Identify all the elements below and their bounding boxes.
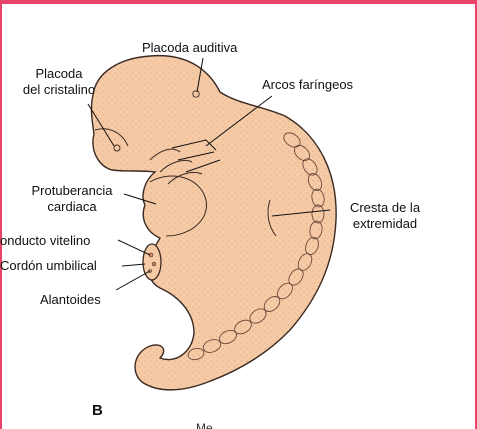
label-alantoides: Alantoides bbox=[40, 292, 101, 308]
leader-cordon bbox=[122, 264, 145, 266]
umbilical-cut bbox=[143, 244, 161, 280]
label-cresta-line1: Cresta de la bbox=[330, 200, 440, 216]
bottom-cut-text: Me... bbox=[196, 422, 223, 429]
label-cordon-umbilical: Cordón umbilical bbox=[0, 258, 97, 274]
label-protuberancia-line2: cardiaca bbox=[10, 199, 134, 215]
label-placoda-auditiva: Placoda auditiva bbox=[142, 40, 237, 56]
label-placoda-cristalino-line2: del cristalino bbox=[0, 82, 118, 98]
label-conducto-vitelino: onducto vitelino bbox=[0, 233, 90, 249]
label-protuberancia-line1: Protuberancia bbox=[10, 183, 134, 199]
label-cresta-line2: extremidad bbox=[330, 216, 440, 232]
label-placoda-cristalino-line1: Placoda bbox=[0, 66, 118, 82]
leader-conducto bbox=[118, 240, 150, 255]
figure-letter: B bbox=[92, 402, 103, 419]
label-arcos-faringeos: Arcos faríngeos bbox=[262, 77, 353, 93]
leader-alantoides bbox=[116, 271, 150, 290]
